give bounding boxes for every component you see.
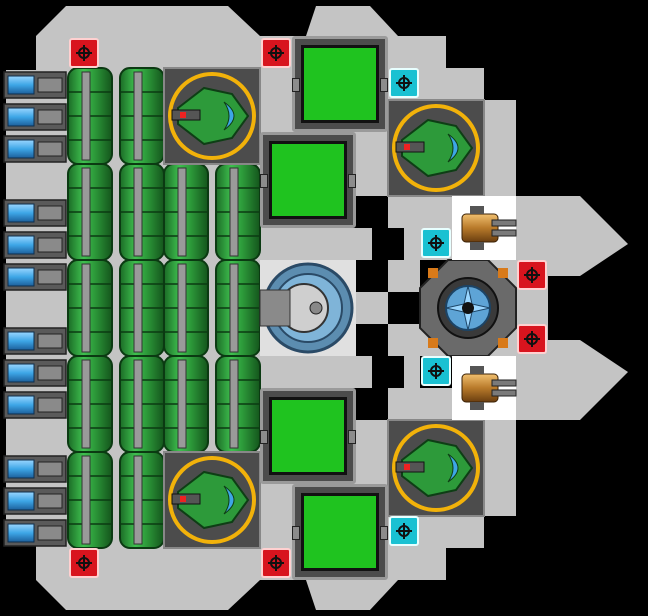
cockpit-dome[interactable] [259,260,356,356]
engine-icon [3,391,67,419]
red-target-icon[interactable] [261,548,291,578]
turret-right-bottom[interactable] [387,419,485,517]
cyan-target-icon[interactable] [389,516,419,546]
cargo-bay-3[interactable] [260,388,356,484]
engine-icon [3,487,67,515]
cargo-bay-2[interactable] [260,132,356,228]
cargo-bay-4[interactable] [292,484,388,580]
fuel-tank [119,163,165,261]
fuel-tank [67,355,113,453]
engine-icon [3,231,67,259]
engine-icon [3,199,67,227]
engine-icon [3,103,67,131]
fuel-tank [67,67,113,165]
fuel-tank [119,67,165,165]
fuel-tank [215,163,261,261]
engine-icon [3,71,67,99]
engine-icon [3,135,67,163]
fuel-tank [163,163,209,261]
engine-bank [3,71,67,547]
red-target-icon[interactable] [69,548,99,578]
fuel-tank [67,163,113,261]
engine-icon [3,455,67,483]
reactor-core[interactable] [419,259,517,357]
red-target-icon[interactable] [69,38,99,68]
fuel-tank [67,259,113,357]
engine-icon [3,327,67,355]
turret-right-top[interactable] [387,99,485,197]
red-target-icon[interactable] [261,38,291,68]
tank-array [67,67,261,549]
red-target-icon[interactable] [517,260,547,290]
fuel-tank [119,259,165,357]
cyan-target-icon[interactable] [421,356,451,386]
cyan-target-icon[interactable] [421,228,451,258]
cannon-top[interactable] [452,196,517,260]
cannon-bottom[interactable] [452,356,517,420]
red-target-icon[interactable] [517,324,547,354]
fuel-tank [163,355,209,453]
turret-left-top[interactable] [163,67,261,165]
fuel-tank [119,355,165,453]
cyan-target-icon[interactable] [389,68,419,98]
cargo-bay-1[interactable] [292,36,388,132]
fuel-tank [67,451,113,549]
fuel-tank [215,259,261,357]
engine-icon [3,359,67,387]
fuel-tank [215,355,261,453]
engine-icon [3,519,67,547]
fuel-tank [119,451,165,549]
engine-icon [3,263,67,291]
fuel-tank [163,259,209,357]
turret-left-bottom[interactable] [163,451,261,549]
